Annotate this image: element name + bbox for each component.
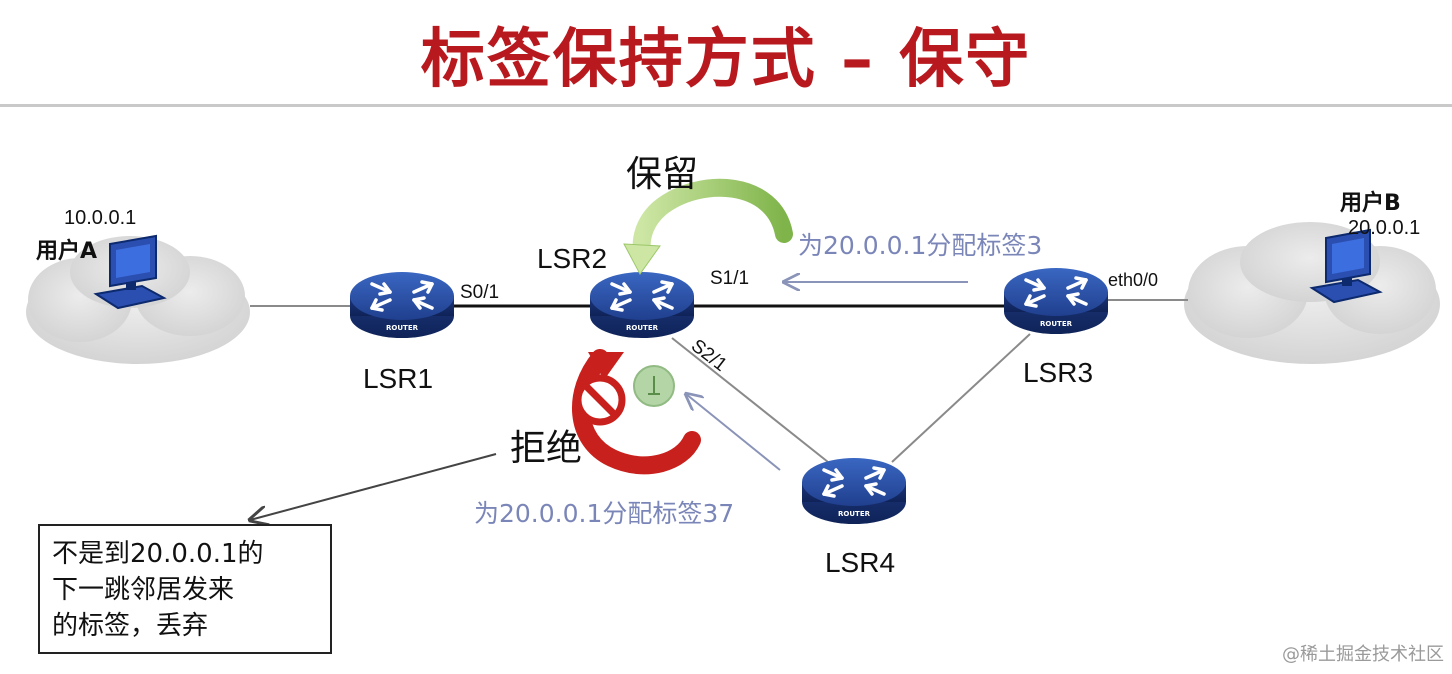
user-a-name: 用户A [36, 238, 97, 264]
svg-text:ROUTER: ROUTER [838, 510, 871, 518]
received-label-icon [633, 365, 675, 407]
watermark: @稀土掘金技术社区 [1282, 644, 1444, 665]
lsr2-label: LSR2 [537, 243, 607, 274]
lsr1-label: LSR1 [363, 363, 433, 394]
page-title: 标签保持方式 – 保守 [420, 23, 1032, 97]
discard-note: 不是到20.0.0.1的 下一跳邻居发来 的标签，丢弃 [38, 524, 332, 654]
network-links [250, 299, 1188, 463]
label-advert-lsr4-text: 为20.0.0.1分配标签37 [474, 499, 734, 528]
computer-icon-user-b [1309, 228, 1383, 304]
user-b-ip: 20.0.0.1 [1348, 217, 1420, 239]
computer-icon-user-a [93, 234, 167, 310]
lsr4-label: LSR4 [825, 547, 895, 578]
router-icon-lsr2: ROUTER [588, 270, 696, 340]
prohibited-icon [574, 374, 626, 426]
user-a-ip: 10.0.0.1 [64, 207, 136, 229]
svg-text:ROUTER: ROUTER [626, 324, 659, 332]
interface-eth0-0: eth0/0 [1108, 270, 1158, 290]
label-advert-lsr3-text: 为20.0.0.1分配标签3 [798, 231, 1042, 260]
svg-text:ROUTER: ROUTER [1040, 320, 1073, 328]
router-icon-lsr3: ROUTER [1002, 266, 1110, 336]
router-icon-lsr4: ROUTER [800, 456, 908, 526]
interface-s1-1: S1/1 [710, 268, 749, 289]
cloud-right [1184, 222, 1440, 364]
reject-label: 拒绝 [510, 428, 582, 469]
interface-s0-1: S0/1 [460, 282, 499, 303]
note-pointer-arrow [250, 453, 497, 520]
interface-s2-1: S2/1 [687, 335, 731, 376]
retain-label: 保留 [626, 154, 698, 195]
retain-arrow-icon [623, 178, 793, 275]
title-divider [0, 104, 1452, 107]
user-b-name: 用户B [1340, 190, 1401, 216]
lsr3-label: LSR3 [1023, 357, 1093, 388]
svg-text:ROUTER: ROUTER [386, 324, 419, 332]
router-icon-lsr1: ROUTER [348, 270, 456, 340]
label-advert-arrow-lsr4 [686, 394, 781, 471]
